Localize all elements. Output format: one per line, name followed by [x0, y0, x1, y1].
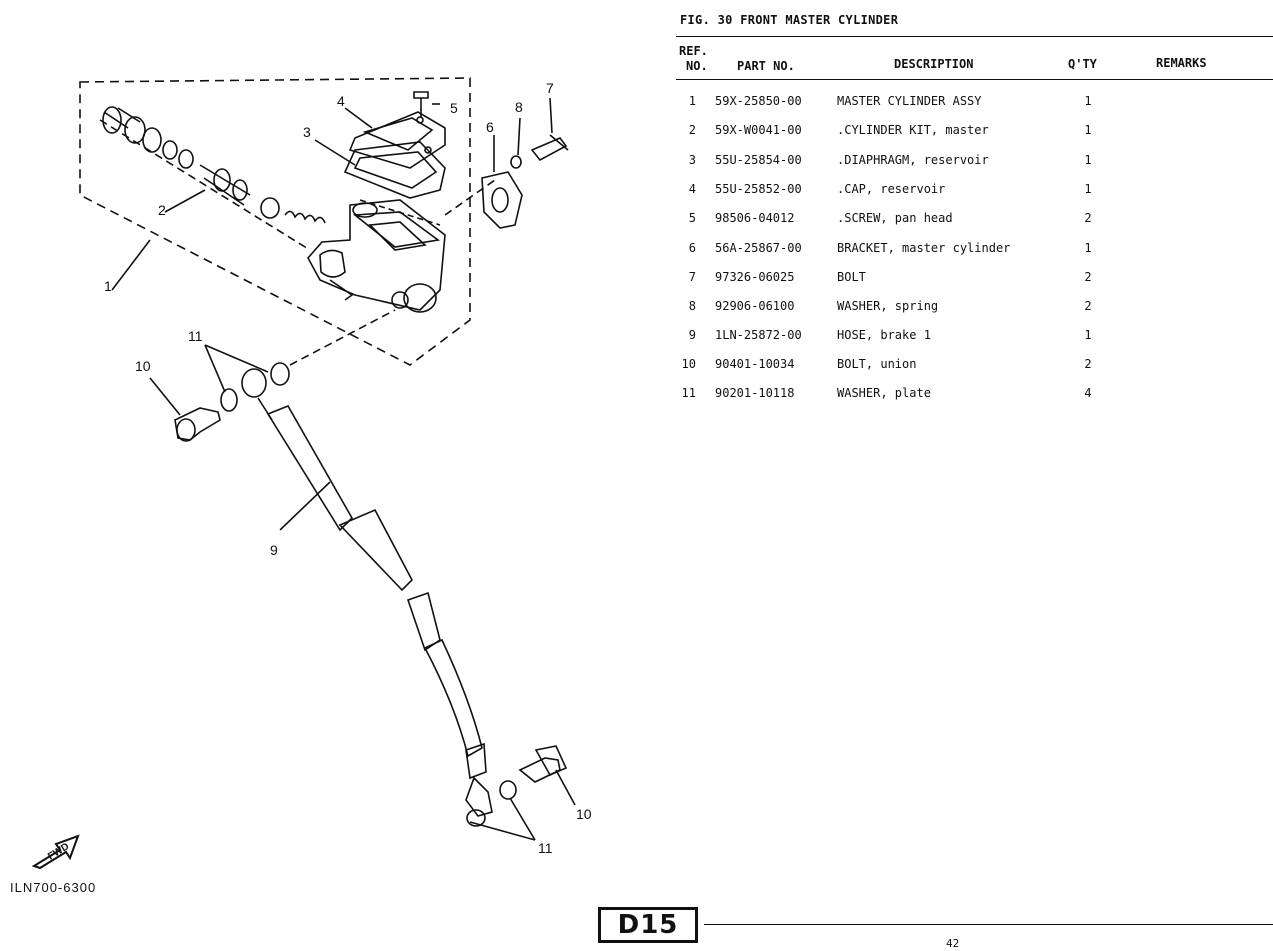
spring-washer: [510, 155, 522, 169]
header-qty: Q'TY: [1068, 57, 1097, 71]
table-row: 11 90201-10118 WASHER, plate 4: [676, 386, 1273, 406]
table-row: 5 98506-04012 .SCREW, pan head 2: [676, 211, 1273, 231]
assembly-boundary: [79, 77, 471, 366]
ref-no: 11: [681, 386, 696, 400]
reservoir-cap: [348, 111, 446, 169]
callout-2: 2: [158, 202, 166, 218]
description: HOSE, brake 1: [837, 328, 931, 342]
description: WASHER, spring: [837, 299, 939, 313]
header-ref-line2: NO.: [686, 59, 708, 73]
part-no: 59X-W0041-00: [715, 123, 802, 137]
table-row: 7 97326-06025 BOLT 2: [676, 270, 1273, 290]
part-no: 90401-10034: [715, 357, 795, 371]
plate-washer: [270, 362, 290, 386]
ref-no: 10: [681, 357, 696, 371]
table-row: 3 55U-25854-00 .DIAPHRAGM, reservoir 1: [676, 153, 1273, 173]
callout-1: 1: [104, 278, 112, 294]
ref-no: 2: [688, 123, 696, 137]
fwd-label: FWD: [46, 841, 71, 862]
callout-8: 8: [515, 99, 523, 115]
header-ref-line1: REF.: [679, 44, 708, 58]
description: BOLT, union: [837, 357, 917, 371]
part-no: 59X-25850-00: [715, 94, 802, 108]
quantity: 4: [1084, 386, 1092, 400]
table-row: 8 92906-06100 WASHER, spring 2: [676, 299, 1273, 319]
exploded-diagram: 1 2 3 4 5 6 7 8 9 10 10 11 11 ILN700-630…: [10, 77, 592, 895]
callout-7: 7: [546, 80, 554, 96]
callout-11-lower: 11: [538, 840, 553, 856]
fwd-label-box: FWD: [46, 841, 71, 862]
quantity: 1: [1084, 241, 1092, 255]
footer-rule: [704, 924, 1273, 925]
figure-title: FIG. 30 FRONT MASTER CYLINDER: [680, 13, 899, 27]
part-no: 1LN-25872-00: [715, 328, 802, 342]
part-no: 98506-04012: [715, 211, 795, 225]
ref-no: 7: [688, 270, 696, 284]
quantity: 1: [1084, 182, 1092, 196]
callout-10-left: 10: [135, 358, 151, 374]
description: .CYLINDER KIT, master: [837, 123, 989, 137]
part-no: 97326-06025: [715, 270, 795, 284]
bracket: [481, 171, 523, 229]
part-no: 92906-06100: [715, 299, 795, 313]
quantity: 1: [1084, 328, 1092, 342]
ref-no: 6: [688, 241, 696, 255]
part-no: 56A-25867-00: [715, 241, 802, 255]
table-row: 1 59X-25850-00 MASTER CYLINDER ASSY 1: [676, 94, 1273, 114]
description: WASHER, plate: [837, 386, 931, 400]
table-row: 2 59X-W0041-00 .CYLINDER KIT, master 1: [676, 123, 1273, 143]
callout-10-right: 10: [576, 806, 592, 822]
quantity: 2: [1084, 357, 1092, 371]
title-divider: [676, 36, 1273, 37]
header-divider: [676, 79, 1273, 80]
pan-head-screw: [413, 91, 429, 118]
ref-no: 4: [688, 182, 696, 196]
description: BOLT: [837, 270, 866, 284]
quantity: 2: [1084, 270, 1092, 284]
ref-no: 8: [688, 299, 696, 313]
fwd-arrow-icon: [31, 834, 80, 870]
quantity: 1: [1084, 153, 1092, 167]
description: .DIAPHRAGM, reservoir: [837, 153, 989, 167]
callout-5: 5: [450, 100, 458, 116]
callout-4: 4: [337, 93, 345, 109]
description: .CAP, reservoir: [837, 182, 946, 196]
table-row: 9 1LN-25872-00 HOSE, brake 1 1: [676, 328, 1273, 348]
piston-assembly: [102, 106, 326, 224]
description: .SCREW, pan head: [837, 211, 953, 225]
union-bolt-right: [518, 757, 561, 783]
union-bolt-left: [174, 407, 221, 441]
callout-3: 3: [303, 124, 311, 140]
ref-no: 1: [688, 94, 696, 108]
quantity: 2: [1084, 299, 1092, 313]
diagram-drawing: [31, 77, 576, 870]
quantity: 1: [1084, 94, 1092, 108]
ref-no: 9: [688, 328, 696, 342]
part-no: 90201-10118: [715, 386, 795, 400]
diaphragm: [343, 141, 446, 199]
callout-11-upper: 11: [188, 328, 203, 344]
callout-6: 6: [486, 119, 494, 135]
section-badge: D15: [598, 907, 698, 943]
brake-hose: [241, 368, 493, 817]
table-row: 4 55U-25852-00 .CAP, reservoir 1: [676, 182, 1273, 202]
quantity: 2: [1084, 211, 1092, 225]
ref-no: 3: [688, 153, 696, 167]
header-part-no: PART NO.: [737, 59, 795, 73]
header-description: DESCRIPTION: [894, 57, 974, 71]
drawing-code: ILN700-6300: [10, 880, 97, 895]
page-number: 42: [946, 937, 960, 950]
bolt-top: [530, 134, 569, 162]
description: MASTER CYLINDER ASSY: [837, 94, 982, 108]
master-cylinder-body: [307, 199, 446, 313]
callout-9: 9: [270, 542, 278, 558]
description: BRACKET, master cylinder: [837, 241, 1011, 255]
part-no: 55U-25854-00: [715, 153, 802, 167]
quantity: 1: [1084, 123, 1092, 137]
part-no: 55U-25852-00: [715, 182, 802, 196]
table-row: 6 56A-25867-00 BRACKET, master cylinder …: [676, 241, 1273, 261]
table-row: 10 90401-10034 BOLT, union 2: [676, 357, 1273, 377]
ref-no: 5: [688, 211, 696, 225]
header-remarks: REMARKS: [1156, 56, 1207, 70]
